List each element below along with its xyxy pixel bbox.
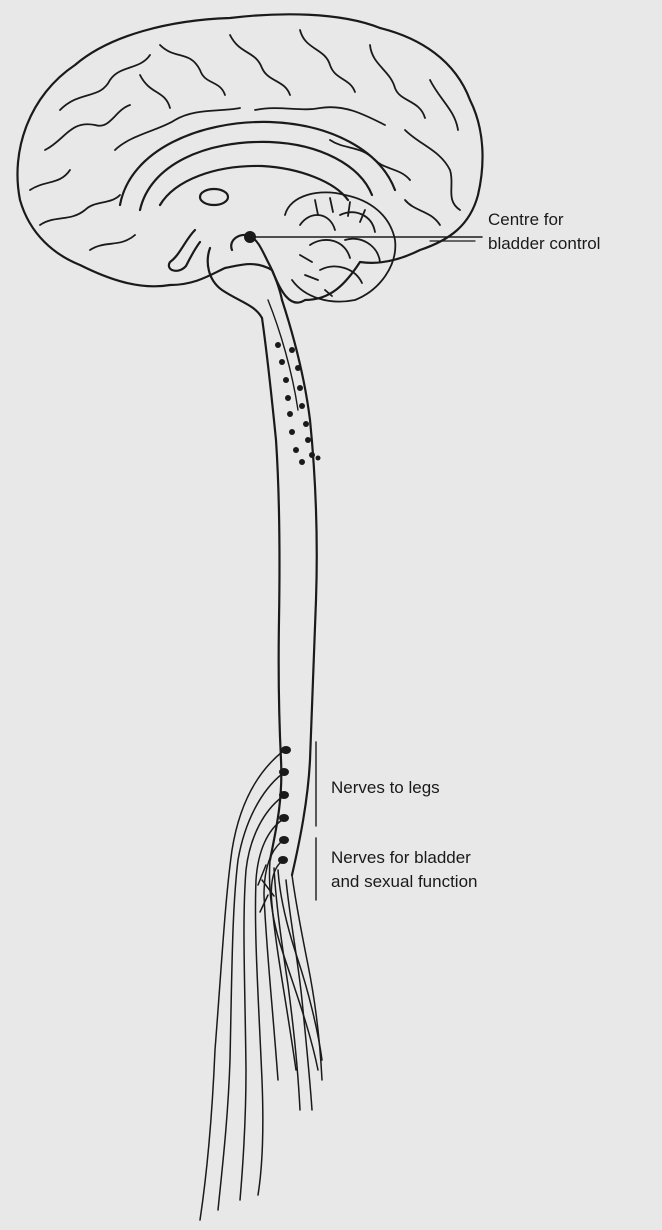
sexual-label-line2: and sexual function [331, 870, 478, 894]
bladder-control-centre-dot [244, 231, 256, 243]
sexual-label-line1: Nerves for bladder [331, 846, 478, 870]
nerves-bladder-sexual-label: Nerves for bladder and sexual function [331, 846, 478, 894]
brainstem [231, 235, 282, 300]
spinal-cord-left [262, 318, 281, 860]
legs-label-line1: Nerves to legs [331, 776, 440, 800]
nerves-to-legs-label: Nerves to legs [331, 776, 440, 800]
bladder-label-line1: Centre for [488, 208, 600, 232]
brain-outline [17, 14, 482, 302]
thalamus [200, 189, 228, 205]
pituitary [169, 230, 200, 271]
bladder-control-centre-label: Centre for bladder control [488, 208, 600, 256]
corpus-callosum-inner [140, 142, 372, 210]
corpus-callosum [120, 122, 395, 205]
brain-gyri [30, 30, 460, 250]
spinal-tract-dots [275, 342, 321, 465]
bladder-label-line2: bladder control [488, 232, 600, 256]
